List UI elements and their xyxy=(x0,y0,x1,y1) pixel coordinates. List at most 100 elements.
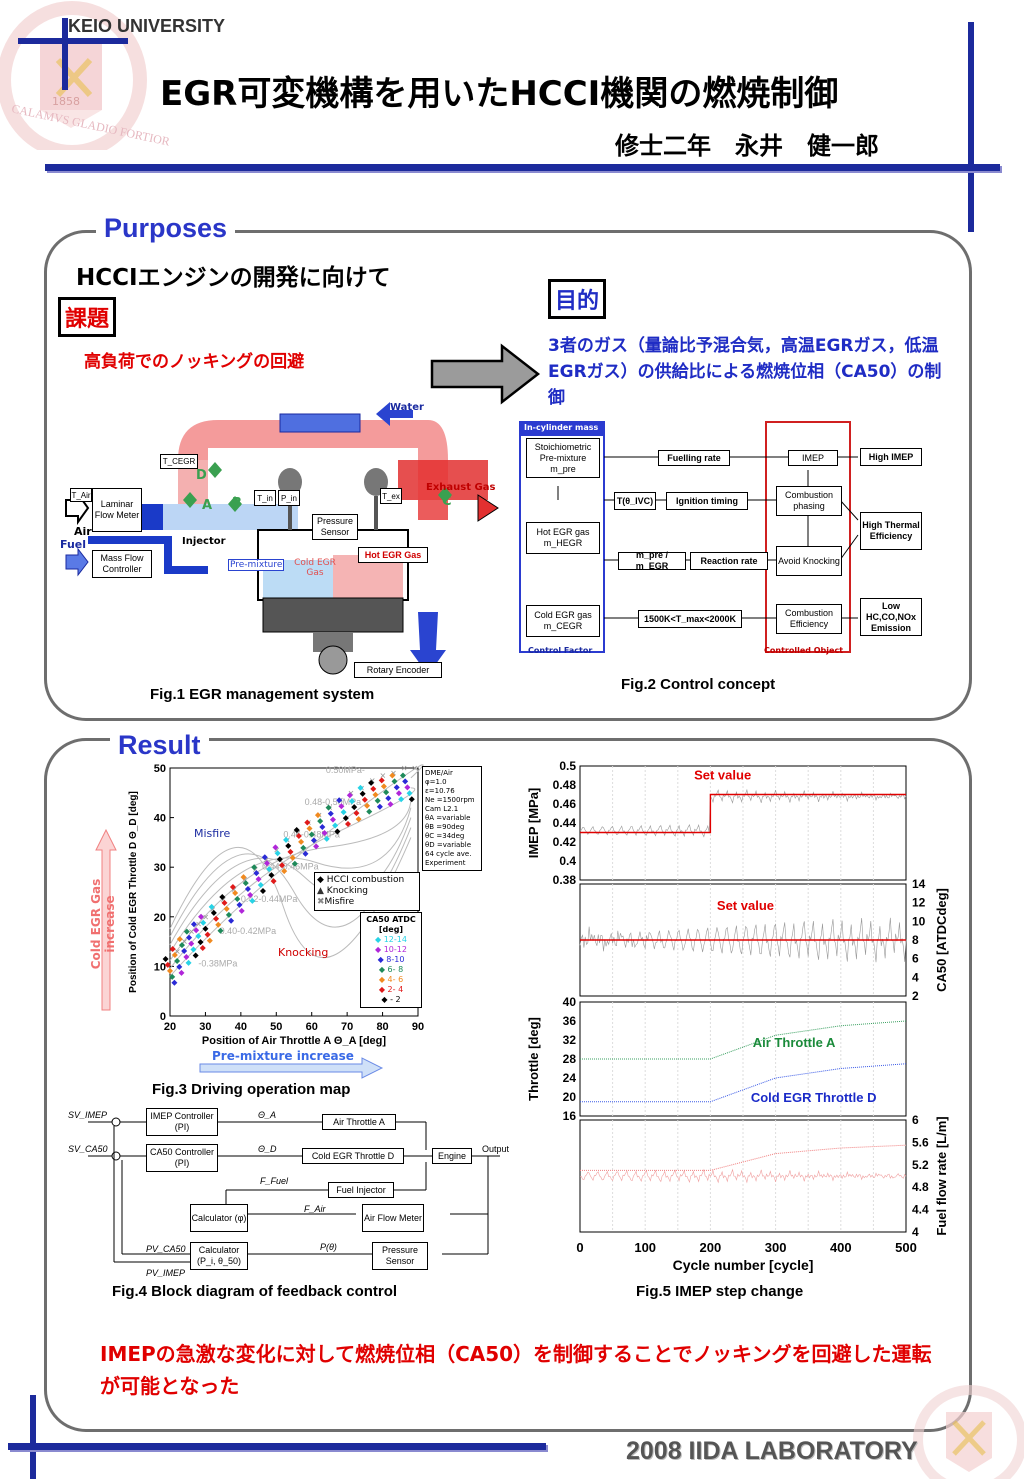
fig1-label-rotary: Rotary Encoder xyxy=(354,662,442,678)
fig3-y-tick-label: 50 xyxy=(154,763,166,775)
fig3-data-point xyxy=(223,905,230,912)
fig5-series-line xyxy=(580,1144,907,1171)
fig3-condition-line: ε=10.76 xyxy=(425,787,455,795)
fig3-data-point xyxy=(240,874,247,881)
fig3-ca50-legend-item: ◆ 2- 4 xyxy=(378,985,404,994)
fig4-theta-d: Θ_D xyxy=(258,1144,277,1154)
fig3-data-point xyxy=(366,808,373,815)
fig1-label-exhaust: Exhaust Gas xyxy=(426,482,496,493)
fig5-y-tick-label: 4 xyxy=(912,1225,919,1239)
fig4-ffuel: F_Fuel xyxy=(260,1176,289,1186)
fig5-y-tick-label: 40 xyxy=(563,995,577,1009)
fig3-data-point xyxy=(257,882,264,889)
fig3-data-point xyxy=(393,784,400,791)
footer-keio-seal xyxy=(913,1385,1024,1479)
fig5-series-line xyxy=(580,1020,907,1060)
fig1-label-injector: Injector xyxy=(182,536,226,547)
fig3-data-point xyxy=(376,803,383,810)
fig3-ca50-legend: CA50 ATDC [deg]◆ 12-14◆ 10-12◆ 8-10◆ 6- … xyxy=(360,912,422,1008)
fig3-data-point xyxy=(289,854,296,861)
fig3-misfire-point: ✕ xyxy=(209,905,216,914)
fig3-data-point xyxy=(406,790,413,797)
fig3-data-point xyxy=(202,925,209,932)
fig3-data-point xyxy=(264,860,270,867)
fig4-air-flow-meter: Air Flow Meter xyxy=(362,1204,424,1232)
fig3-data-point xyxy=(249,897,256,904)
fig5-measured-trace xyxy=(579,1168,907,1184)
fig5-y-tick-label: 28 xyxy=(563,1052,577,1066)
fig4-air-throttle: Air Throttle A xyxy=(322,1114,396,1130)
fig3-data-point xyxy=(389,772,396,779)
fig5-y-tick-label: 0.44 xyxy=(553,816,577,830)
fig5-y-axis-label: IMEP [MPa] xyxy=(526,788,541,859)
fig5-y-axis-label: Fuel flow rate [L/m] xyxy=(934,1116,949,1235)
fig5-air-throttle-label: Air Throttle A xyxy=(753,1035,836,1050)
fig3-data-point xyxy=(204,931,211,938)
fig3-misfire-point: ✕ xyxy=(369,776,376,785)
fig3-data-point xyxy=(323,835,330,842)
fig3-data-point xyxy=(351,804,358,811)
fig3-data-point xyxy=(268,872,275,879)
fig3-misfire-point: ✕ xyxy=(348,789,355,798)
fig3-data-point xyxy=(359,790,366,797)
fig3-data-point xyxy=(353,810,360,817)
fig3-x-tick-label: 90 xyxy=(412,1021,424,1033)
fig3-data-point xyxy=(281,868,288,875)
fig2-stoich: Stoichiometric Pre-mixture m_pre xyxy=(526,438,600,478)
purposes-arrow xyxy=(430,343,541,405)
fig3-imep-contour-label: -0.38MPa xyxy=(198,958,237,968)
author-name: 修士二年 永井 健一郎 xyxy=(615,132,879,160)
fig5-caption: Fig.5 IMEP step change xyxy=(636,1283,804,1300)
header-right-vertical xyxy=(968,22,974,232)
fig3-data-point xyxy=(200,919,207,926)
fig2-high-imep: High IMEP xyxy=(860,448,922,466)
fig4-pv-ca50: PV_CA50 xyxy=(146,1244,186,1254)
fig4-pressure-sensor: Pressure Sensor xyxy=(372,1242,428,1270)
fig2-ignition: Ignition timing xyxy=(666,492,748,510)
fig3-data-point xyxy=(261,854,268,861)
fig4-cold-throttle: Cold EGR Throttle D xyxy=(302,1148,404,1164)
fig3-data-point xyxy=(332,822,339,829)
fig2-reaction: Reaction rate xyxy=(690,552,768,570)
fig3-data-point xyxy=(383,789,390,796)
fig3-ca50-legend-label: 6- 8 xyxy=(387,965,404,974)
university-name: KEIO UNIVERSITY xyxy=(68,16,226,36)
fig3-condition-line: θC =34deg xyxy=(425,832,465,840)
header: 1858 CALAMVS GLADIO FORTIOR KEIO UNIVERS… xyxy=(0,0,1024,232)
fig5-y-tick-label: 12 xyxy=(912,896,926,910)
fig3-data-point xyxy=(178,942,185,949)
fig3-data-point xyxy=(338,803,345,810)
goal-text: 3者のガス（量論比予混合気，高温EGRガス，低温EGRガス）の供給比による燃焼位… xyxy=(548,336,942,408)
fig3-data-point xyxy=(195,933,202,940)
fig2-in-cylinder: In-cylinder mass xyxy=(524,423,599,432)
fig3-data-point xyxy=(225,911,232,918)
fig3-ca50-legend-label: 12-14 xyxy=(383,935,407,944)
fig3-data-point xyxy=(190,946,197,953)
fig5-y-tick-label: 8 xyxy=(912,933,919,947)
fig3-ca50-legend-label: 4- 6 xyxy=(387,975,404,984)
fig3-condition-line: Experiment xyxy=(425,859,466,867)
fig3-data-point xyxy=(238,907,245,914)
fig3-condition-line: 64 cycle ave. xyxy=(425,850,472,858)
fig3-data-point xyxy=(171,979,178,986)
fig1-caption: Fig.1 EGR management system xyxy=(150,686,375,703)
fig3-data-point xyxy=(228,917,235,924)
fig3-data-point xyxy=(398,796,405,803)
fig3-data-point xyxy=(219,893,226,900)
fig3-data-point xyxy=(317,818,324,825)
fig3-data-point xyxy=(169,946,176,953)
fig5-y-axis-label: Throttle [deg] xyxy=(526,1017,541,1101)
fig2-low-emission: Low HC,CO,NOx Emission xyxy=(860,598,922,636)
fig1-label-pin: P_in xyxy=(278,490,300,506)
fig1-label-tin: T_in xyxy=(254,490,276,506)
fig1-label-tex: T_ex xyxy=(380,488,402,504)
fig4-block-diagram: SV_IMEP SV_CA50 IMEP Controller (PI) CA5… xyxy=(66,1104,518,1280)
fig3-data-point xyxy=(188,940,195,947)
fig3-x-tick-label: 40 xyxy=(235,1021,247,1033)
fig4-calc-pi: Calculator (P_i, θ_50) xyxy=(190,1242,248,1270)
fig4-sv-ca50: SV_CA50 xyxy=(68,1144,108,1154)
fig5-set-value-label: Set value xyxy=(694,767,751,782)
fig3-ca50-legend-label: - 2 xyxy=(390,995,401,1004)
fig3-data-point xyxy=(293,827,300,833)
